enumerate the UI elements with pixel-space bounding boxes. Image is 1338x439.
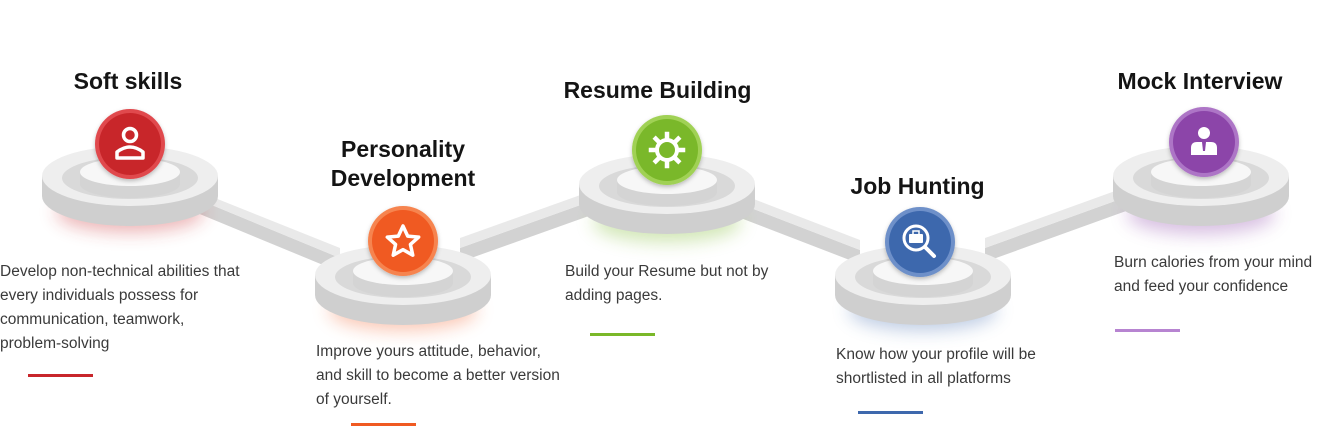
platform-resume bbox=[579, 154, 755, 242]
businessman-icon bbox=[1169, 107, 1239, 177]
job-hunting-title: Job Hunting bbox=[850, 173, 985, 199]
job-hunting-description: Know how your profile will be shortliste… bbox=[836, 346, 1036, 387]
gear-icon bbox=[632, 115, 702, 185]
personality-development-title: Personality Development bbox=[330, 136, 476, 191]
personality-development-description: Improve yours attitude, behavior, and sk… bbox=[316, 343, 560, 408]
soft-skills-description: Develop non-technical abilities that eve… bbox=[0, 263, 240, 352]
star-icon bbox=[368, 206, 438, 276]
personality-development-accent-bar bbox=[351, 423, 416, 426]
resume-building-description: Build your Resume but not by adding page… bbox=[565, 263, 769, 304]
mock-interview-description: Burn calories from your mind and feed yo… bbox=[1114, 254, 1313, 295]
briefcase-search-icon bbox=[885, 207, 955, 277]
resume-building-title: Resume Building bbox=[563, 77, 752, 103]
resume-building-accent-bar bbox=[590, 333, 655, 336]
soft-skills-accent-bar bbox=[28, 374, 93, 377]
connector-paths bbox=[190, 182, 1140, 272]
job-hunting-accent-bar bbox=[858, 411, 923, 414]
mock-interview-title: Mock Interview bbox=[1117, 68, 1283, 94]
mock-interview-accent-bar bbox=[1115, 329, 1180, 332]
person-icon bbox=[95, 109, 165, 179]
platform-mock-interview bbox=[1113, 146, 1289, 234]
soft-skills-title: Soft skills bbox=[73, 68, 183, 94]
